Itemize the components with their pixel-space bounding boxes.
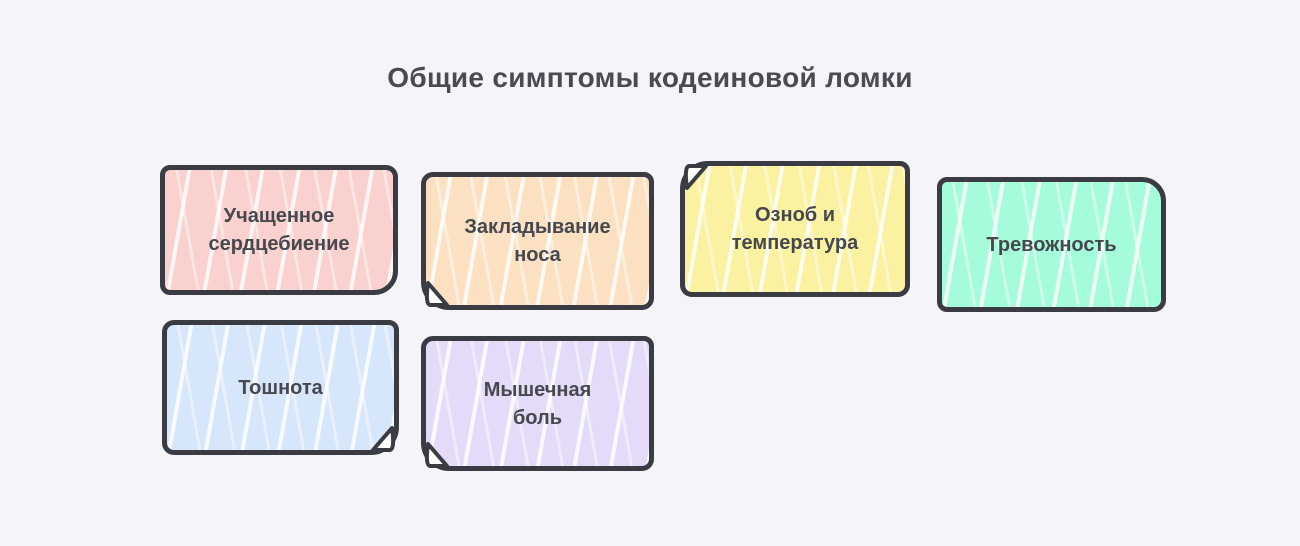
- note-label: Тошнота: [238, 376, 323, 399]
- note-label: Мышечная боль: [483, 378, 592, 429]
- page-curl-icon: [365, 422, 399, 456]
- sticky-note-rapid-heartbeat[interactable]: Учащенное сердцебиение: [160, 165, 398, 295]
- sticky-note-nasal-congestion[interactable]: Закладывание носа: [421, 172, 654, 310]
- note-label: Тревожность: [986, 233, 1117, 256]
- page-curl-icon: [421, 277, 455, 311]
- sticky-note-anxiety[interactable]: Тревожность: [937, 177, 1166, 312]
- note-label: Озноб и температура: [731, 204, 859, 254]
- page-curl-icon: [421, 438, 455, 472]
- note-label: Закладывание носа: [464, 216, 611, 266]
- sticky-note-chills-fever[interactable]: Озноб и температура: [680, 161, 910, 297]
- diagram-title: Общие симптомы кодеиновой ломки: [387, 62, 913, 93]
- sticky-note-nausea[interactable]: Тошнота: [162, 320, 399, 455]
- page-curl-icon: [680, 160, 714, 194]
- sticky-note-muscle-pain[interactable]: Мышечная боль: [421, 336, 654, 471]
- note-label: Учащенное сердцебиение: [208, 205, 350, 255]
